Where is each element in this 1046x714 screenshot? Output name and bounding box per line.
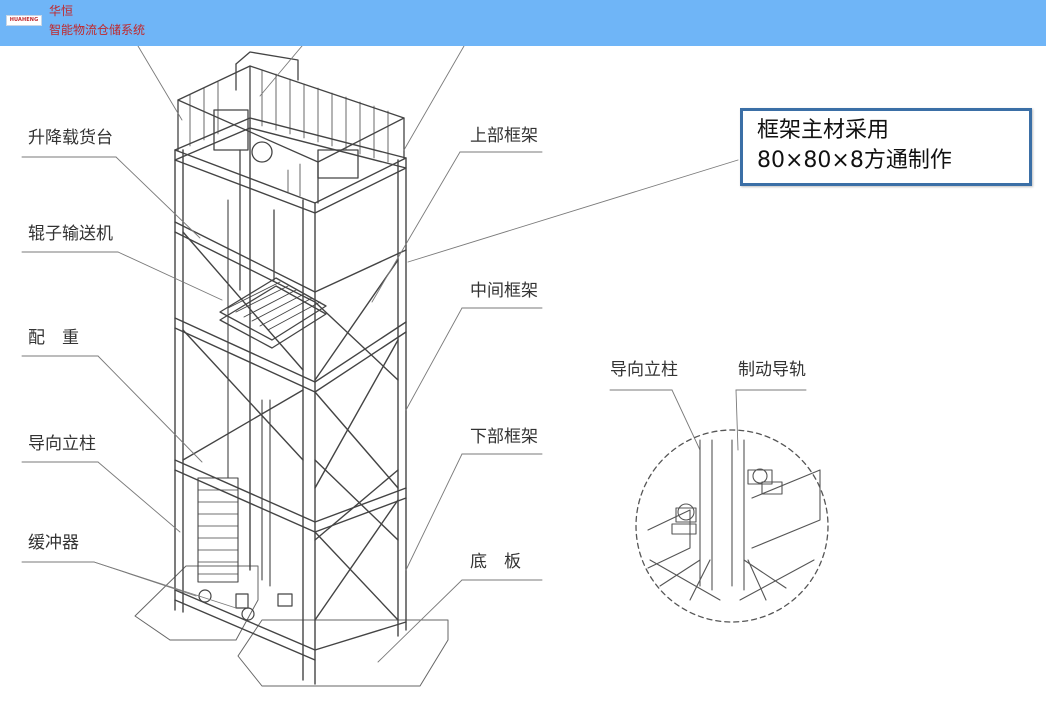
label-lower-frame: 下部框架 bbox=[470, 427, 538, 447]
label-middle-frame: 中间框架 bbox=[470, 281, 538, 301]
label-lift-platform: 升降载货台 bbox=[28, 128, 113, 148]
label-guide-column-detail: 导向立柱 bbox=[610, 360, 678, 380]
tower-frame bbox=[174, 117, 407, 685]
label-buffer: 缓冲器 bbox=[28, 533, 79, 553]
buffer-detail bbox=[198, 589, 293, 621]
header-bar: HUAHENG 华恒 智能物流仓储系统 bbox=[0, 0, 1046, 46]
material-callout-box: 框架主材采用 80×80×8方通制作 bbox=[740, 108, 1032, 186]
callout-line-1: 框架主材采用 bbox=[757, 118, 890, 143]
label-counterweight: 配 重 bbox=[28, 328, 79, 348]
label-roller-conveyor: 辊子输送机 bbox=[28, 224, 113, 244]
guide-column-detail-view bbox=[635, 429, 829, 623]
label-guide-column-left: 导向立柱 bbox=[28, 434, 96, 454]
base-plate-outline bbox=[134, 565, 449, 687]
label-upper-frame: 上部框架 bbox=[470, 126, 538, 146]
lift-platform bbox=[219, 149, 327, 349]
elevator-structure-diagram bbox=[21, 46, 829, 687]
label-base-plate: 底 板 bbox=[470, 552, 521, 572]
label-brake-rail: 制动导轨 bbox=[738, 360, 806, 380]
top-guardrail bbox=[177, 51, 405, 204]
brand-tagline: 智能物流仓储系统 bbox=[49, 23, 146, 37]
leader-lines bbox=[21, 46, 807, 663]
counterweight bbox=[197, 199, 271, 587]
callout-line-2: 80×80×8方通制作 bbox=[757, 148, 952, 173]
brand-name: 华恒 bbox=[49, 4, 74, 18]
company-logo: HUAHENG bbox=[6, 15, 42, 26]
